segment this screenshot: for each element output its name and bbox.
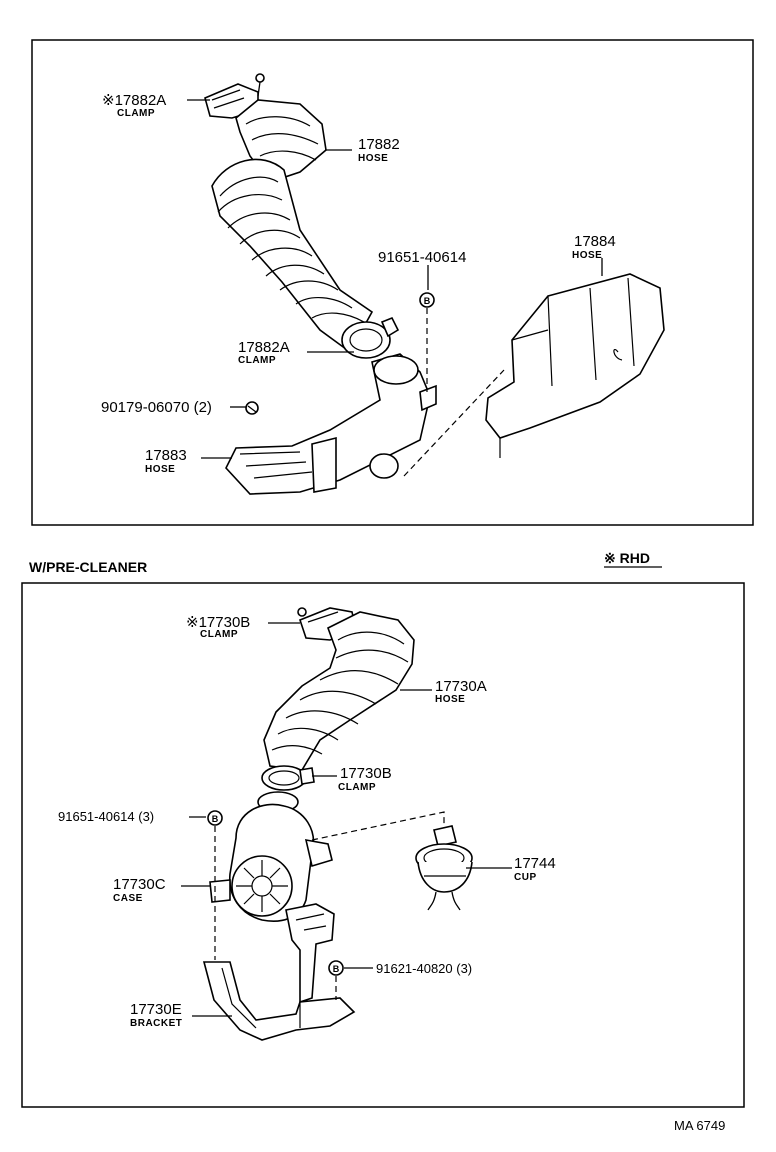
label-hose-17883-number: 17883: [145, 447, 187, 464]
dash-cup-link: [311, 811, 445, 841]
clamp-17730b-mid-drawing[interactable]: [261, 765, 315, 791]
label-clamp-17882a-top-name: CLAMP: [117, 108, 155, 119]
hose-17730a-drawing[interactable]: [263, 611, 415, 771]
cup-17744-drawing[interactable]: [415, 825, 473, 911]
bolt-marker-bottom-2: B: [328, 960, 344, 976]
label-clamp-17882a-top-number: ※17882A: [102, 92, 166, 109]
drawing-code: MA 6749: [674, 1118, 725, 1133]
label-hose-17730a-name: HOSE: [435, 694, 465, 705]
label-hose-17882-name: HOSE: [358, 153, 388, 164]
label-hose-17883-name: HOSE: [145, 464, 175, 475]
clamp-17882a-mid-drawing[interactable]: [341, 316, 400, 359]
clamp-17882a-top-drawing[interactable]: [204, 73, 265, 119]
label-bracket-17730e-name: BRACKET: [130, 1018, 182, 1029]
bolt-marker-top: B: [419, 292, 435, 308]
hose-17884-drawing[interactable]: [485, 273, 665, 458]
bottom-panel-frame: [21, 582, 745, 1108]
label-clamp-17882a-mid-name: CLAMP: [238, 355, 276, 366]
hose-17883-drawing[interactable]: [225, 353, 437, 495]
bracket-17730e-drawing[interactable]: [202, 903, 356, 1041]
label-cup-17744-name: CUP: [514, 872, 537, 883]
rhd-note: ※ RHD: [604, 550, 650, 566]
case-17730c-drawing[interactable]: [209, 791, 333, 922]
clip-90179-drawing[interactable]: [245, 401, 259, 415]
label-cup-17744-number: 17744: [514, 855, 556, 872]
bolt-marker-bottom-1: B: [207, 810, 223, 826]
label-clip-90179-number: 90179-06070 (2): [101, 399, 212, 416]
label-hose-17730a-number: 17730A: [435, 678, 487, 695]
label-hose-17882-number: 17882: [358, 136, 400, 153]
label-bolt-91651-number: 91651-40614: [378, 249, 466, 266]
label-clamp-17882a-mid-number: 17882A: [238, 339, 290, 356]
label-hose-17884-name: HOSE: [572, 250, 602, 261]
label-clamp-17730b-mid-name: CLAMP: [338, 782, 376, 793]
label-bracket-17730e-number: 17730E: [130, 1001, 182, 1018]
label-clamp-17730b-top-name: CLAMP: [200, 629, 238, 640]
hose-17882-drawing[interactable]: [211, 99, 374, 354]
label-hose-17884-number: 17884: [574, 233, 616, 250]
svg-text:B: B: [333, 964, 340, 974]
label-case-17730c-number: 17730C: [113, 876, 166, 893]
label-bolt-91651-3-number: 91651-40614 (3): [58, 809, 154, 824]
svg-text:B: B: [212, 814, 219, 824]
label-clamp-17730b-top-number: ※17730B: [186, 614, 250, 631]
top-panel-frame: [31, 39, 754, 526]
label-bolt-91621-3-number: 91621-40820 (3): [376, 961, 472, 976]
section-title-pre-cleaner: W/PRE-CLEANER: [29, 559, 147, 575]
dash-hose-link: [403, 369, 505, 477]
label-clamp-17730b-mid-number: 17730B: [340, 765, 392, 782]
label-case-17730c-name: CASE: [113, 893, 143, 904]
svg-text:B: B: [424, 296, 431, 306]
